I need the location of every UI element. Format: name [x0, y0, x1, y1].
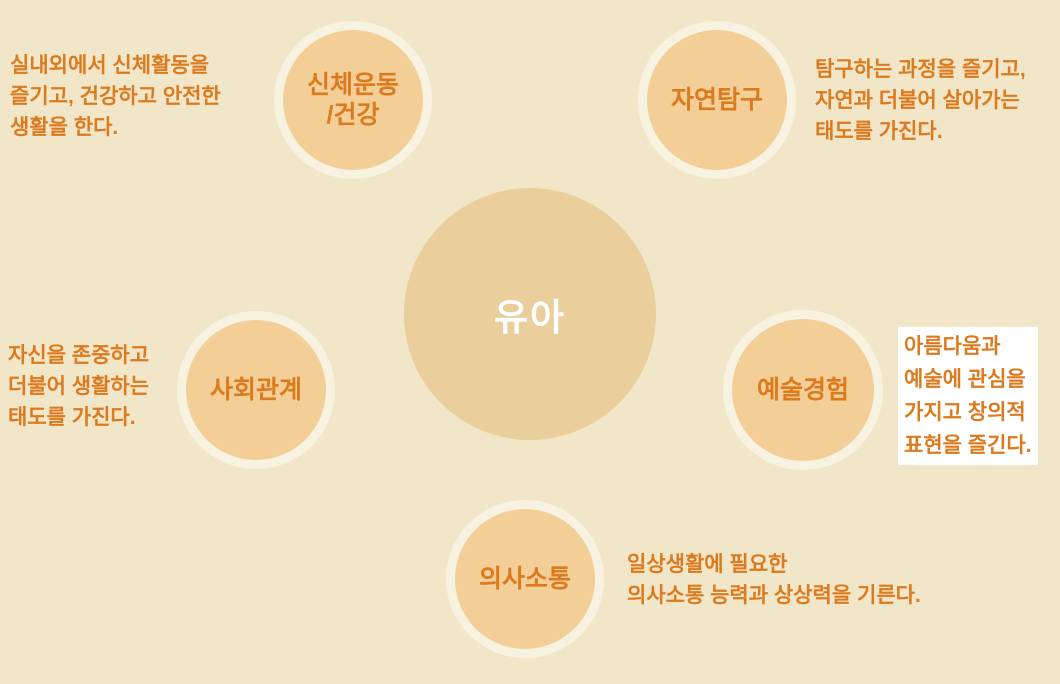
area-circle-physical-health: 신체운동 /건강 [274, 21, 432, 179]
area-circle-label-communication: 의사소통 [478, 565, 571, 593]
center-circle-label: 유아 [493, 297, 567, 338]
area-circle-art-experience: 예술경험 [723, 310, 883, 470]
area-description-art-experience: 아름다움과 예술에 관심을 가지고 창의적 표현을 즐긴다. [898, 327, 1038, 465]
area-circle-label-nature-exploration: 자연탐구 [670, 86, 763, 114]
area-circle-communication: 의사소통 [446, 500, 604, 658]
area-circle-fill: 예술경험 [732, 319, 874, 461]
area-description-physical-health: 실내외에서 신체활동을 즐기고, 건강하고 안전한 생활을 한다. [10, 54, 221, 139]
area-description-communication: 일상생활에 필요한 의사소통 능력과 상상력을 기른다. [627, 553, 921, 607]
area-description-social-relations: 자신을 존중하고 더불어 생활하는 태도를 가진다. [8, 344, 150, 429]
center-circle-child: 유아 [404, 188, 656, 440]
area-circle-fill: 사회관계 [186, 320, 326, 460]
area-circle-label-art-experience: 예술경험 [756, 376, 849, 404]
area-circle-label-physical-health: 신체운동 /건강 [306, 71, 399, 129]
area-circle-fill: 자연탐구 [647, 30, 787, 170]
area-circle-social-relations: 사회관계 [177, 311, 335, 469]
area-circle-nature-exploration: 자연탐구 [638, 21, 796, 179]
area-description-nature-exploration: 탐구하는 과정을 즐기고, 자연과 더불어 살아가는 태도를 가진다. [815, 58, 1026, 143]
area-circle-fill: 의사소통 [455, 509, 595, 649]
area-circle-label-social-relations: 사회관계 [209, 376, 302, 404]
area-circle-fill: 신체운동 /건강 [283, 30, 423, 170]
